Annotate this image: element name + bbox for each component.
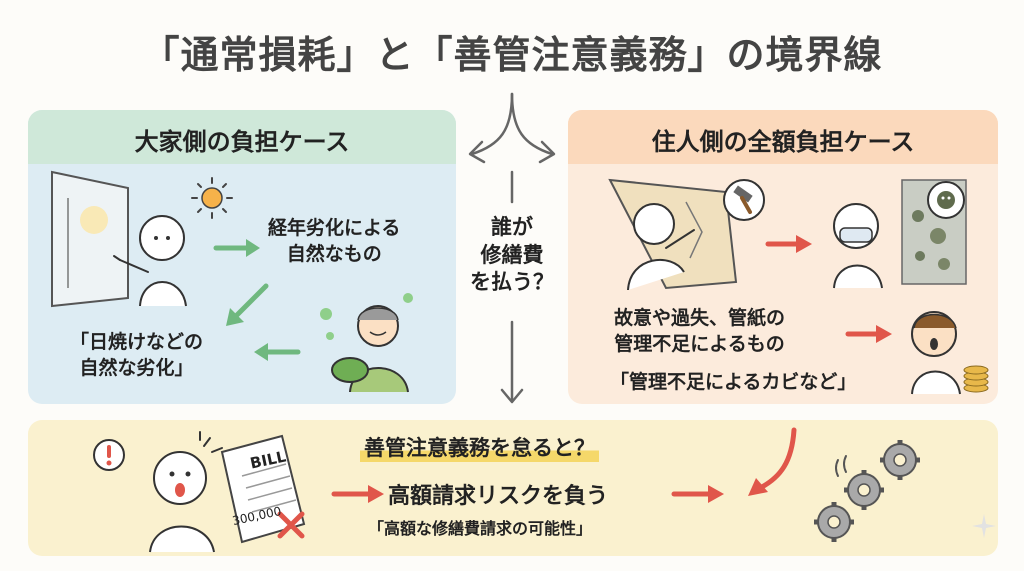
window-sunlight-illustration [51, 170, 129, 308]
risk-subtext: 「高額な修繕費請求の可能性」 [368, 519, 593, 538]
landlord-burden-header: 大家側の負担ケース [28, 110, 456, 164]
risk-text: 高額請求リスクを負う [388, 484, 609, 509]
hammer-icon [723, 179, 765, 221]
bill-document-illustration [220, 434, 306, 544]
center-question-line-2: 修繕費 [480, 242, 544, 267]
masked-person-illustration [833, 203, 883, 289]
shocked-person-with-coins-illustration [911, 311, 989, 395]
green-arrow-right [213, 239, 260, 257]
gears-icon [814, 440, 920, 542]
center-question: 誰が 修繕費 を払う？ [470, 214, 554, 297]
shocked-person-illustration [149, 431, 223, 553]
mold-text: 「管理不足によるカビなど」 [610, 371, 857, 393]
negligence-text-line-1: 故意や過失、管紙の [614, 307, 786, 329]
center-question-line-3: を払う？ [470, 270, 554, 295]
red-arrow-left-to-risk [331, 485, 384, 503]
center-question-line-1: 誰が [491, 215, 533, 239]
damaging-wall-illustration [608, 178, 738, 291]
landlord-burden-panel: 大家側の負担ケース [28, 110, 456, 404]
red-arrow-from-risk [671, 485, 724, 503]
pointing-person-illustration [113, 215, 187, 307]
negligence-text-line-2: 管理不足によるもの [614, 332, 785, 355]
sparkle-icon [972, 514, 996, 538]
branch-arrows [468, 92, 556, 404]
aging-text-line-2: 自然なもの [286, 242, 382, 265]
warning-title: 善管注意義務を怠ると？ [360, 432, 599, 462]
mold-germ-icon [927, 181, 965, 219]
green-arrow-down-left [226, 283, 269, 326]
sun-icon [191, 177, 233, 219]
resident-burden-header: 住人側の全額負担ケース [568, 110, 998, 164]
red-arrow-right-2 [845, 325, 892, 343]
sunburn-text: 「日焼けなどの 自然な劣化」 [70, 330, 203, 381]
landlord-with-purse-illustration [320, 293, 413, 393]
page-title: 「通常損耗」と「善管注意義務」の境界線 [141, 33, 883, 77]
resident-burden-title: 住人側の全額負担ケース [651, 128, 915, 156]
green-arrow-left [254, 343, 301, 361]
aging-text-line-1: 経年劣化による [268, 217, 401, 239]
negligence-text: 故意や過失、管紙の 管理不足によるもの [614, 306, 785, 357]
curved-red-arrow [748, 427, 797, 496]
exclamation-bubble-icon [93, 439, 125, 471]
red-arrow-right [765, 235, 812, 253]
sunburn-text-line-1: 「日焼けなどの [70, 331, 204, 353]
aging-text: 経年劣化による 自然なもの [268, 216, 400, 267]
sunburn-text-line-2: 自然な劣化」 [79, 356, 194, 379]
landlord-burden-title: 大家側の負担ケース [134, 128, 350, 156]
